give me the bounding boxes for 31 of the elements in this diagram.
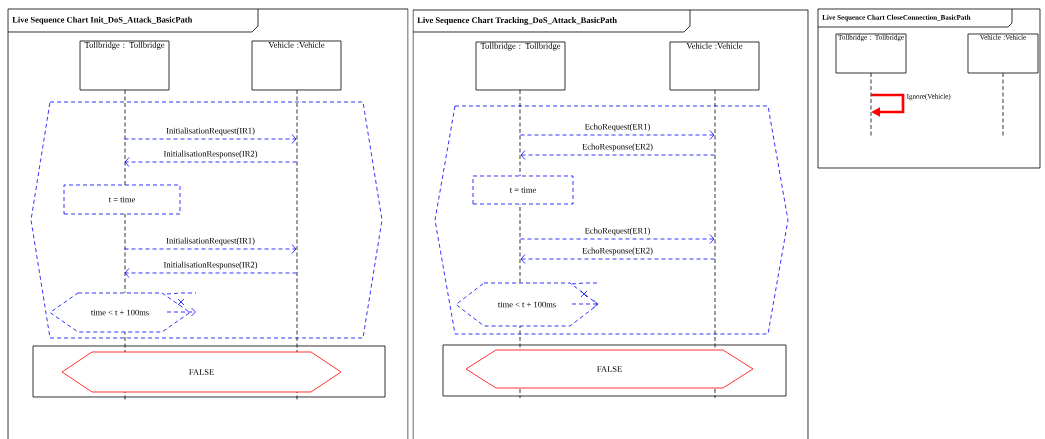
condition-hexagon: FALSE [61,351,342,393]
message-label: InitialisationResponse(IR2) [163,261,258,270]
self-message-arrow [871,93,905,117]
condition-hexagon: time < t + 100ms [49,292,191,333]
prechart-hexagon [30,101,383,339]
condition-hexagon: FALSE [465,349,754,389]
assignment-box: t = time [472,175,574,205]
message-arrow [124,268,297,278]
condition-hexagon: time < t + 100ms [455,282,599,327]
message-arrow [124,134,297,144]
message-label: EchoResponse(ER2) [582,247,653,256]
message-arrow [520,130,715,140]
message-label: InitialisationRequest(IR1) [166,127,255,136]
message-arrow [520,234,715,244]
message-label: EchoResponse(ER2) [582,143,653,152]
assignment-box: t = time [63,184,181,215]
message-arrow [124,244,297,254]
message-label: InitialisationRequest(IR1) [166,237,255,246]
message-label: InitialisationResponse(IR2) [163,150,258,159]
message-arrow [124,157,297,167]
prechart-hexagon [434,105,789,335]
instance-box: Tollbridge : Tollbridge [79,40,170,91]
main-chart-box [32,345,386,398]
main-chart-box [442,344,787,397]
instance-box: Vehicle :Vehicle [251,40,342,91]
message-arrow [520,254,715,264]
message-label: EchoRequest(ER1) [584,123,650,132]
instance-box: Tollbridge : Tollbridge [475,41,566,91]
instance-box: Vehicle :Vehicle [669,41,760,91]
message-arrow [520,150,715,160]
message-label: EchoRequest(ER1) [584,227,650,236]
